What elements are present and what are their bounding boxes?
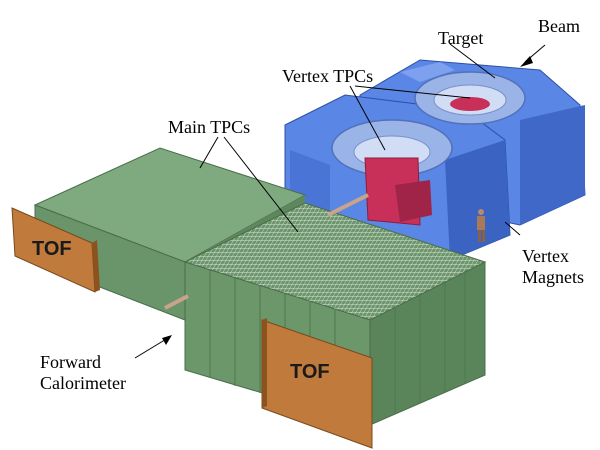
tof-left-label: TOF (32, 238, 72, 260)
forward-calorimeter-label-line2: Calorimeter (40, 373, 126, 393)
tof-right: TOF (261, 318, 373, 449)
target-label: Target (438, 28, 483, 48)
person-figure (477, 209, 485, 242)
vertex-magnets-label-line1: Vertex (522, 246, 569, 266)
vertex-tpcs-label: Vertex TPCs (282, 66, 373, 86)
beam-pipe (164, 193, 369, 310)
tof-left: TOF (11, 207, 100, 293)
vertex-magnets-label-line2: Magnets (522, 267, 584, 287)
forward-calorimeter-label-line1: Forward (40, 352, 101, 372)
leader-lines (134, 43, 546, 359)
main-tpcs-label: Main TPCs (168, 117, 250, 137)
beam-label: Beam (538, 16, 580, 36)
tof-right-label: TOF (290, 361, 330, 383)
